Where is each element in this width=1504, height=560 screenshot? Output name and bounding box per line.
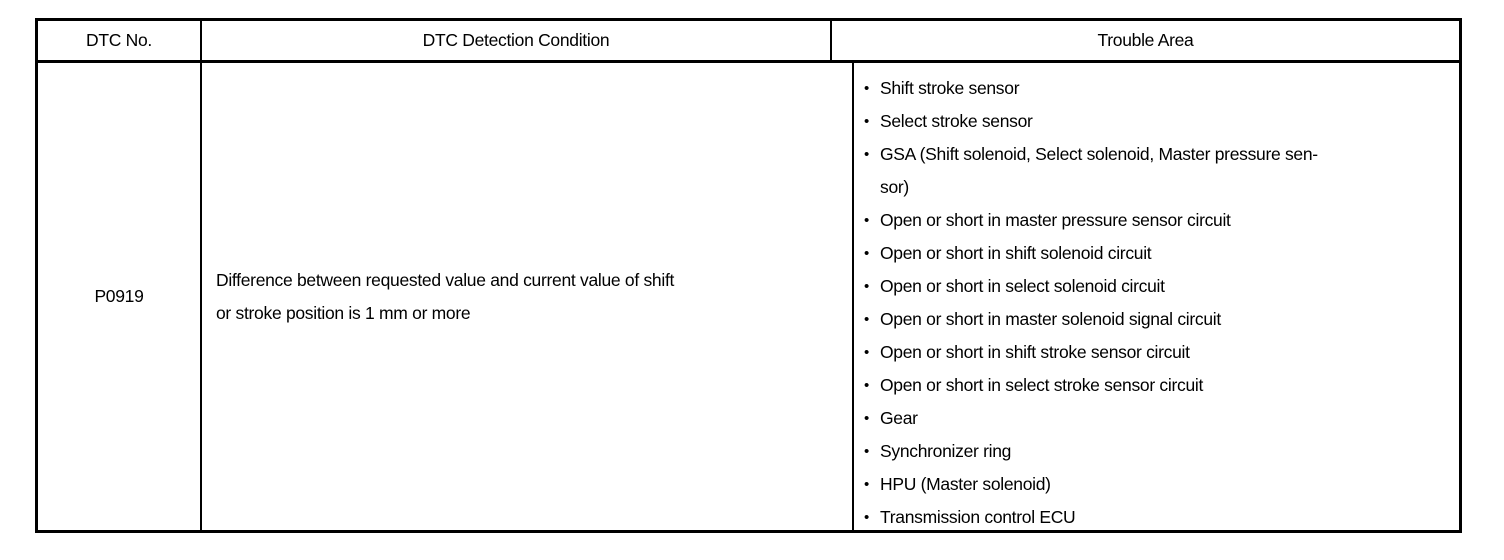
- trouble-area-list: • Shift stroke sensor • Select stroke se…: [864, 72, 1451, 534]
- bullet-icon: •: [864, 443, 869, 460]
- list-item: • Open or short in master solenoid signa…: [864, 303, 1451, 336]
- bullet-icon: •: [864, 476, 869, 493]
- table-row: P0919 Difference between requested value…: [38, 63, 1459, 530]
- bullet-icon: •: [864, 80, 869, 97]
- bullet-icon: •: [864, 509, 869, 526]
- trouble-item-text: Open or short in shift solenoid circuit: [880, 243, 1152, 263]
- cell-trouble-area: • Shift stroke sensor • Select stroke se…: [854, 63, 1459, 530]
- list-item: • GSA (Shift solenoid, Select solenoid, …: [864, 138, 1451, 204]
- trouble-item-text: Open or short in master pressure sensor …: [880, 210, 1231, 230]
- dtc-table: DTC No. DTC Detection Condition Trouble …: [35, 18, 1462, 533]
- bullet-icon: •: [864, 212, 869, 229]
- bullet-icon: •: [864, 245, 869, 262]
- list-item: • Open or short in select solenoid circu…: [864, 270, 1451, 303]
- trouble-item-text: Open or short in master solenoid signal …: [880, 309, 1221, 329]
- bullet-icon: •: [864, 146, 869, 163]
- cell-dtc-no: P0919: [38, 63, 202, 530]
- list-item: • Shift stroke sensor: [864, 72, 1451, 105]
- header-detection-condition: DTC Detection Condition: [202, 21, 832, 60]
- trouble-item-text: Open or short in shift stroke sensor cir…: [880, 342, 1190, 362]
- list-item: • Synchronizer ring: [864, 435, 1451, 468]
- list-item: • Open or short in shift solenoid circui…: [864, 237, 1451, 270]
- trouble-item-text: Open or short in select solenoid circuit: [880, 276, 1165, 296]
- trouble-item-text: Open or short in select stroke sensor ci…: [880, 375, 1204, 395]
- cell-detection-condition: Difference between requested value and c…: [202, 63, 854, 530]
- trouble-item-text: GSA (Shift solenoid, Select solenoid, Ma…: [880, 144, 1318, 197]
- trouble-item-text: Gear: [880, 408, 918, 428]
- bullet-icon: •: [864, 410, 869, 427]
- bullet-icon: •: [864, 311, 869, 328]
- trouble-item-text: Shift stroke sensor: [880, 78, 1020, 98]
- bullet-icon: •: [864, 377, 869, 394]
- trouble-item-text: Synchronizer ring: [880, 441, 1012, 461]
- bullet-icon: •: [864, 344, 869, 361]
- header-dtc-no: DTC No.: [38, 21, 202, 60]
- list-item: • Gear: [864, 402, 1451, 435]
- list-item: • HPU (Master solenoid): [864, 468, 1451, 501]
- trouble-item-text: Select stroke sensor: [880, 111, 1033, 131]
- bullet-icon: •: [864, 278, 869, 295]
- trouble-item-text: Transmission control ECU: [880, 507, 1076, 527]
- list-item: • Open or short in master pressure senso…: [864, 204, 1451, 237]
- list-item: • Open or short in shift stroke sensor c…: [864, 336, 1451, 369]
- bullet-icon: •: [864, 113, 869, 130]
- header-trouble-area: Trouble Area: [1097, 30, 1194, 50]
- list-item: • Transmission control ECU: [864, 501, 1451, 534]
- trouble-item-text: HPU (Master solenoid): [880, 474, 1051, 494]
- list-item: • Open or short in select stroke sensor …: [864, 369, 1451, 402]
- table-header-row: DTC No. DTC Detection Condition Trouble …: [38, 21, 1459, 63]
- list-item: • Select stroke sensor: [864, 105, 1451, 138]
